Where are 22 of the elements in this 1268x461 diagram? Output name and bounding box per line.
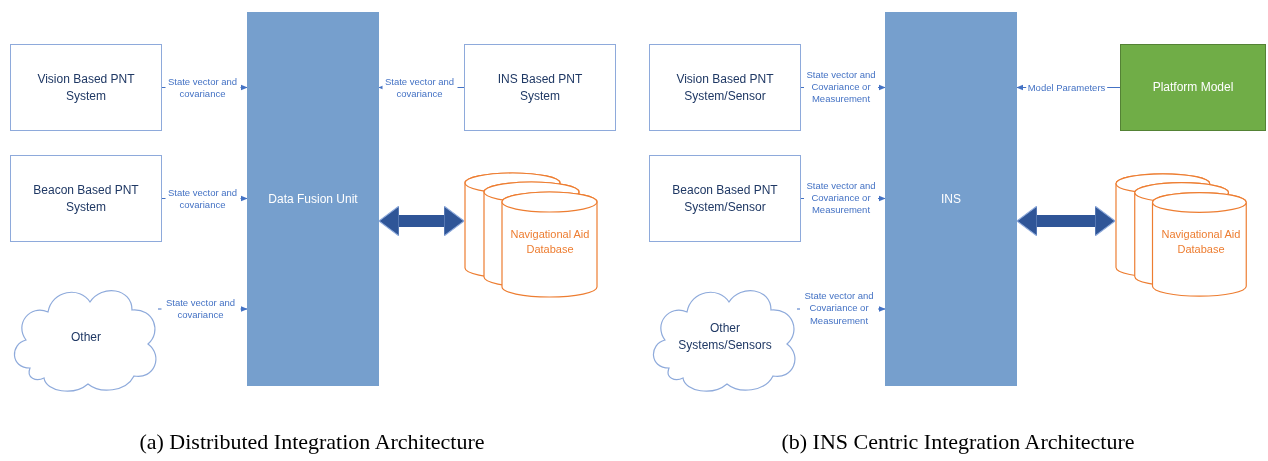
system-box (10, 155, 162, 242)
system-box (649, 155, 801, 242)
processing-unit-bar (247, 12, 379, 386)
node-label: Platform Model (1152, 79, 1234, 96)
system-box (10, 44, 162, 131)
node-label: Beacon Based PNT System/Sensor (671, 181, 779, 216)
subfigure-caption: (b) INS Centric Integration Architecture (781, 429, 1135, 455)
system-box (649, 44, 801, 131)
subfigure-caption: (a) Distributed Integration Architecture (139, 429, 485, 455)
node-label: Vision Based PNT System/Sensor (675, 70, 775, 105)
node-label: Beacon Based PNT System (32, 181, 140, 216)
node-label: Data Fusion Unit (268, 190, 358, 208)
node-label: Other Systems/Sensors (677, 320, 773, 354)
node-label: Vision Based PNT System (36, 70, 136, 105)
node-label: Navigational Aid Database (509, 227, 591, 258)
node-label: INS Based PNT System (496, 70, 584, 105)
node-label: Navigational Aid Database (1160, 227, 1242, 258)
processing-unit-bar (885, 12, 1017, 386)
system-box (464, 44, 616, 131)
node-label: Other (71, 328, 101, 346)
model-box (1120, 44, 1266, 131)
node-label: INS (941, 190, 961, 208)
